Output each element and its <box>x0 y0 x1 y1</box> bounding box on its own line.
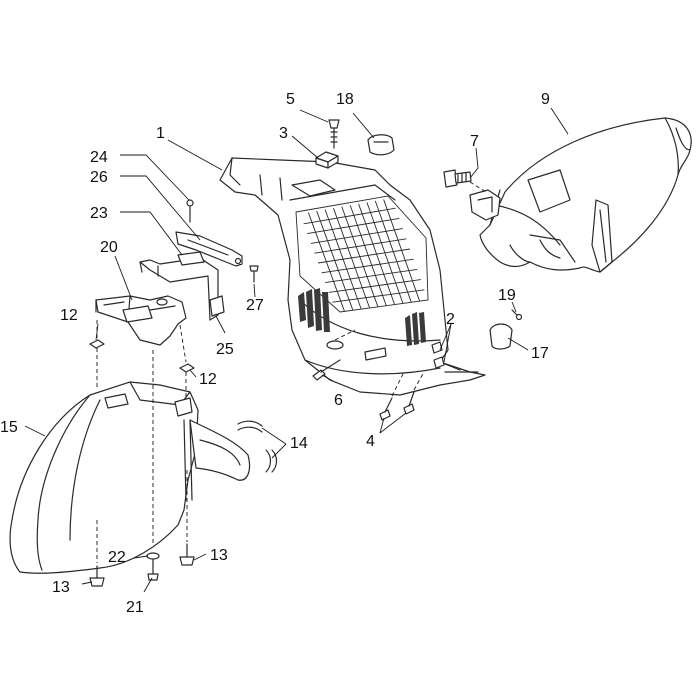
liner-grille <box>295 195 429 313</box>
vent-slots-left <box>298 288 330 332</box>
grille-bar-horizontal <box>328 279 421 293</box>
callout-27: 27 <box>246 297 264 314</box>
callout-9: 9 <box>541 91 550 108</box>
nut-12a <box>89 339 105 349</box>
grille-bar-horizontal <box>303 207 396 225</box>
callout-7: 7 <box>470 133 479 150</box>
callout-6: 6 <box>334 392 343 409</box>
nut-12b <box>179 363 195 373</box>
grille-bar-horizontal <box>321 258 414 274</box>
callout-14: 14 <box>290 435 308 452</box>
screw-7 <box>443 169 472 188</box>
hose-14b <box>265 449 278 473</box>
callout-12b: 12 <box>199 371 217 388</box>
callout-26: 26 <box>90 169 108 186</box>
callout-17: 17 <box>531 345 549 362</box>
screw-19 <box>511 309 523 321</box>
grille-bar-horizontal <box>307 217 400 235</box>
grille-bar-horizontal <box>314 238 407 254</box>
vent-slots-right <box>405 312 426 346</box>
inner-liner <box>219 157 486 396</box>
screw-13b <box>179 543 195 566</box>
callout-4: 4 <box>366 433 375 450</box>
grille-bar-horizontal <box>325 268 418 284</box>
callout-1: 1 <box>156 125 165 142</box>
callout-13a: 13 <box>52 579 70 596</box>
grille-bar-horizontal <box>310 228 403 244</box>
callout-15: 15 <box>0 419 18 436</box>
screw-5 <box>328 119 340 149</box>
callout-2: 2 <box>446 311 455 328</box>
screw-21 <box>147 559 159 581</box>
callout-25: 25 <box>216 341 234 358</box>
rear-mudguard <box>479 117 692 273</box>
front-mudguard <box>9 381 251 574</box>
washer-22 <box>146 552 160 560</box>
leader-lines <box>24 107 569 593</box>
callout-23: 23 <box>90 205 108 222</box>
hose-14a <box>237 420 263 433</box>
callout-19: 19 <box>498 287 516 304</box>
callout-13b: 13 <box>210 547 228 564</box>
clip-18 <box>367 134 395 156</box>
screw-13a <box>89 565 105 587</box>
clip-17 <box>489 323 513 350</box>
bracket-20 <box>95 295 187 346</box>
callout-12a: 12 <box>60 307 78 324</box>
part-25 <box>209 295 225 317</box>
bracket-26 <box>175 231 243 267</box>
screw-4b <box>403 391 415 415</box>
screw-6 <box>312 359 341 381</box>
grille-bar-horizontal <box>332 289 425 303</box>
callout-labels: 1 2 3 4 5 6 7 9 12 12 13 13 14 15 17 18 … <box>0 91 550 616</box>
screw-24 <box>186 199 194 223</box>
rear-clip-bracket <box>469 189 501 221</box>
screw-4a <box>379 397 393 421</box>
grille-bar-horizontal <box>317 248 411 264</box>
callout-3: 3 <box>279 125 288 142</box>
callout-21: 21 <box>126 599 144 616</box>
callout-20: 20 <box>100 239 118 256</box>
callout-5: 5 <box>286 91 295 108</box>
clip-3 <box>315 151 339 169</box>
bracket-23 <box>139 251 219 321</box>
assembly-lines <box>96 181 487 563</box>
fastener-2 <box>431 341 445 369</box>
callout-18: 18 <box>336 91 354 108</box>
callout-22: 22 <box>108 549 126 566</box>
screw-27 <box>249 265 259 283</box>
callout-24: 24 <box>90 149 108 166</box>
